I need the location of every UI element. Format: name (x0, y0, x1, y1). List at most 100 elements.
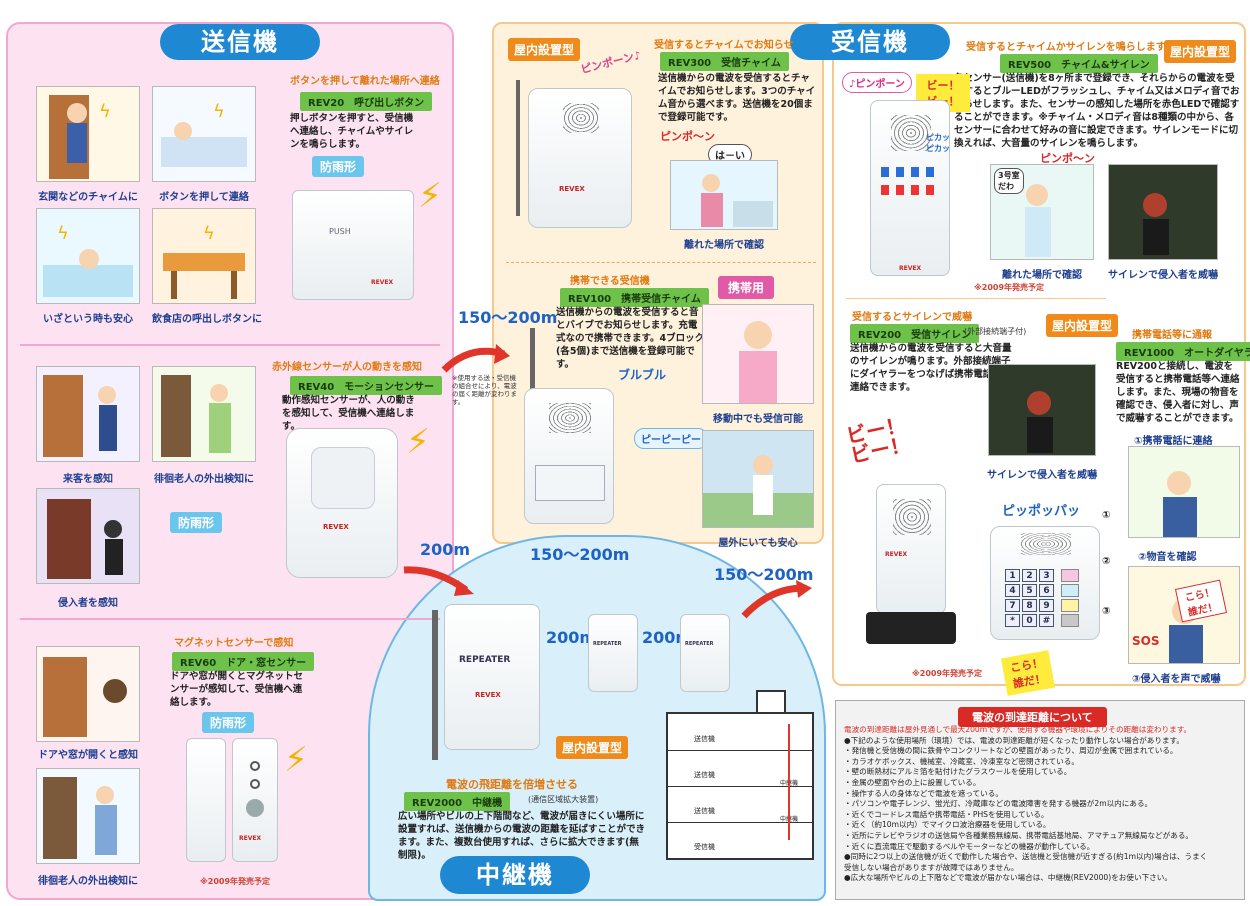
dial-sound: ピッポッパッ (1002, 504, 1081, 519)
rev1000-desc: REV200と接続し、電波を受信すると携帯電話等へ連絡します。また、現場の物音を… (1116, 361, 1240, 424)
rev100-distance: 150～200m (458, 308, 558, 327)
keypad-key: 5 (1022, 584, 1037, 597)
rev60-sensor-device: REVEX (232, 738, 278, 862)
svg-text:ϟ: ϟ (57, 223, 69, 244)
notice-line: ・壁の断熱材にアルミ箔を貼付けたグラスウールを使用している。 (844, 767, 1072, 777)
caption-remote-check-2: 離れた場所で確認 (1002, 270, 1082, 281)
caption-siren: サイレンで侵入者を威嚇 (1108, 270, 1218, 281)
rev200-model: REV200 受信サイレン (850, 324, 980, 343)
rev500-heading: 受信するとチャイムかサイレンを鳴らします (966, 42, 1166, 53)
rev500-device: REVEX (870, 100, 950, 276)
sos-text: SOS (1132, 634, 1160, 648)
svg-text:ϟ: ϟ (99, 101, 111, 122)
step-num-3: ③ (1102, 606, 1111, 617)
divider (846, 298, 1106, 299)
rev2000-heading: 電波の飛距離を倍増させる (446, 778, 578, 791)
rev2000-model-note: (通信区域拡大装置) (528, 795, 599, 804)
repeater-distance-1: 150～200m (530, 545, 630, 564)
rev60-model: REV60 ドア・窓センサー (172, 652, 315, 671)
svg-text:ϟ: ϟ (213, 101, 225, 122)
signal-bolt-icon: ⚡ (406, 422, 430, 462)
rev2000-model: REV2000 中継機 (404, 792, 511, 811)
caption-press-button: ボタンを押して連絡 (159, 192, 249, 203)
keypad-side-key (1061, 599, 1079, 612)
caption-elderly: 徘徊老人の外出検知に (154, 474, 254, 485)
bed-button-illustration: ϟ (152, 86, 256, 182)
small-repeater-label: REPEATER (685, 641, 714, 647)
antenna (516, 80, 520, 216)
rev300-model: REV300 受信チャイム (660, 52, 789, 71)
notice-line: ・近くでコードレス電話や携帯電話・PHSを使用している。 (844, 809, 1049, 819)
siren-intruder-illustration (1108, 164, 1218, 260)
rev60-heading: マグネットセンサーで感知 (174, 638, 294, 649)
repeater-title: 中継機 (440, 856, 590, 894)
rev1000-step2: ②物音を確認 (1138, 552, 1197, 563)
keypad-key: 4 (1005, 584, 1020, 597)
rev100-desc: 送信機からの電波を受信すると音とバイブでお知らせします。充電式なので携帯できます… (556, 307, 705, 370)
rev200-brand: REVEX (885, 551, 908, 558)
rev500-flash: ピカッピカッ (926, 133, 950, 153)
rev2000-desc: 広い場所やビルの上下階間など、電波が届きにくい場所に設置すれば、送信機からの電波… (398, 811, 646, 861)
rev300-desc: 送信機からの電波を受信するとチャイムでお知らせします。3つのチャイム音から選べま… (658, 73, 816, 123)
divider (506, 262, 816, 263)
keypad-side-key (1061, 584, 1079, 597)
notice-line: ・操作する人の身体などで電波を遮っている。 (844, 788, 1003, 798)
notice-line: ●下記のような使用場所（環境）では、電波の到達距離が短くなったり動作しない場合が… (844, 735, 1184, 745)
caption-outdoor: 屋外にいても安心 (718, 538, 798, 549)
rev2000-device: REPEATER REVEX (444, 604, 540, 750)
keypad-key: 8 (1022, 599, 1037, 612)
svg-text:ϟ: ϟ (203, 223, 215, 244)
rev60-rain-badge: 防雨形 (202, 712, 255, 733)
signal-bolt-icon: ⚡ (418, 176, 442, 216)
keypad-key: 3 (1039, 569, 1054, 582)
rev60-brand: REVEX (239, 835, 262, 842)
notice-line: ・発信機と受信機の間に鉄骨やコンクリートなどの壁面があったり、周辺が金属で囲まれ… (844, 746, 1178, 756)
notice-line: ・近所にテレビやラジオの送信局や各種業務無線局、携帯電話基地局、アマチュア無線局… (844, 830, 1194, 840)
doorbell-illustration: ϟ (36, 86, 140, 182)
rev2000-brand: REVEX (475, 691, 501, 699)
elderly-illustration (152, 366, 256, 462)
rev200-device: REVEX (876, 484, 946, 614)
rev100-vibrate: ブルブル (618, 368, 667, 382)
rev500-chime-bubble: ♪ピンポーン (842, 72, 912, 93)
rev100-heading: 携帯できる受信機 (570, 276, 650, 287)
diagram-tx-1: 送信機 (694, 735, 715, 743)
keypad-side-key (1061, 614, 1079, 627)
notice-line: ・カラオケボックス、機械室、冷蔵室、冷凍室など密閉されている。 (844, 756, 1079, 766)
caption-door-open: ドアや窓が開くと感知 (38, 750, 138, 761)
rev100-model: REV100 携帯受信チャイム (560, 288, 709, 307)
rev40-model: REV40 モーションセンサー (290, 376, 442, 395)
diagram-tx-3: 送信機 (694, 807, 715, 815)
signal-bolt-icon: ⚡ (284, 740, 308, 780)
rev1000-step3: ③侵入者を声で威嚇 (1132, 674, 1221, 685)
keypad-side-key (1061, 569, 1079, 582)
repeater-small-2: REPEATER (680, 614, 730, 692)
rev500-model: REV500 チャイム&サイレン (1000, 54, 1158, 73)
rev20-model: REV20 呼び出しボタン (300, 92, 433, 111)
notice-line: ・金属の壁面や台の上に設置している。 (844, 777, 981, 787)
notice-line: ・近くに直流電圧で駆動するベルやモーターなどの機器が動作している。 (844, 841, 1095, 851)
rev1000-model: REV1000 オートダイヤラー (1116, 342, 1250, 361)
diagram-rx: 受信機 (694, 843, 715, 851)
rev60-magnet-device (186, 738, 226, 862)
rev500-release: ※2009年発売予定 (974, 283, 1045, 292)
repeater-distance-2: 200m (546, 628, 597, 647)
rev60-release: ※2009年発売予定 (200, 877, 271, 886)
rev200-dock (866, 612, 956, 644)
rev40-distance: 200m (420, 540, 471, 559)
building-diagram: 送信機 送信機 中継機 送信機 中継機 受信機 (666, 712, 814, 860)
rev500-desc: 各センサー(送信機)を8ヶ所まで登録でき、それらからの電波を受信するとブルーLE… (954, 73, 1240, 149)
keypad-key: 9 (1039, 599, 1054, 612)
rev20-brand: REVEX (371, 279, 394, 286)
notice-line: ●広大な場所やビルの上下階などで電波が届かない場合は、中継機(REV2000)を… (844, 873, 1172, 883)
rev2000-tag: 屋内設置型 (556, 736, 629, 759)
rev1000-kora: こら！誰だ！ (1001, 650, 1055, 696)
repeater-small-1: REPEATER (588, 614, 638, 692)
transmitter-title: 送信機 (160, 24, 320, 60)
rev200-desc: 送信機からの電波を受信すると大音量のサイレンが鳴ります。外部接続端子にダイヤラー… (850, 343, 1012, 393)
building-roof (756, 690, 786, 712)
rev300-tag: 屋内設置型 (508, 38, 581, 61)
arrow-to-receiver-2 (741, 580, 812, 619)
rev500-tag: 屋内設置型 (1164, 40, 1237, 63)
